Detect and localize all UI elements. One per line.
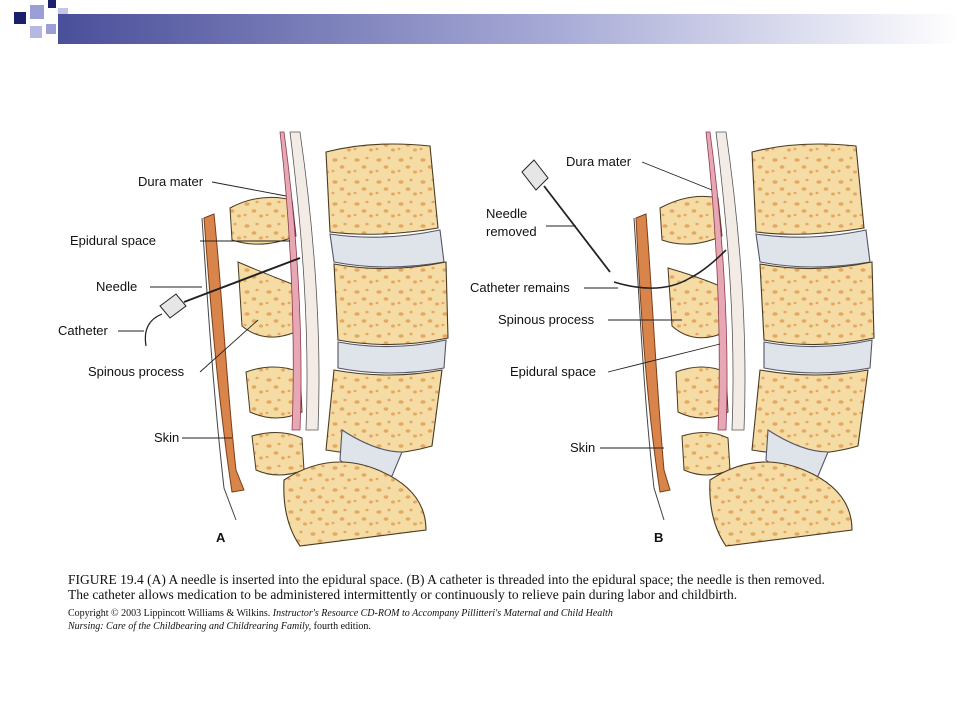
spinous-process-b bbox=[681, 432, 731, 476]
leader-line bbox=[211, 181, 287, 197]
spinal-cord-a bbox=[289, 131, 320, 431]
header-square-navy bbox=[48, 0, 56, 8]
sacrum-a bbox=[283, 461, 427, 547]
needle-a bbox=[183, 257, 301, 303]
spinous-process-b bbox=[675, 366, 729, 419]
spinous-process-a bbox=[251, 432, 305, 476]
label-dura-mater: Dura mater bbox=[566, 154, 632, 169]
figure-caption: FIGURE 19.4 (A) A needle is inserted int… bbox=[68, 572, 928, 633]
header-square-navy bbox=[14, 12, 26, 24]
leader-line bbox=[199, 319, 259, 373]
copyright-note: Copyright © 2003 Lippincott Williams & W… bbox=[68, 608, 928, 633]
disc-b bbox=[763, 339, 873, 374]
label-epidural-space: Epidural space bbox=[510, 364, 596, 379]
vertebra-a bbox=[333, 261, 449, 346]
skin-edge-b bbox=[633, 217, 665, 521]
label-spinous-process: Spinous process bbox=[88, 364, 185, 379]
needle-hub-a bbox=[159, 293, 187, 319]
catheter-b bbox=[613, 249, 727, 289]
copyright-text: Copyright © 2003 Lippincott Williams & W… bbox=[68, 608, 271, 619]
removed-needle-b bbox=[543, 185, 611, 273]
spinous-process-a bbox=[245, 366, 303, 419]
header-square-lavender bbox=[30, 5, 44, 19]
label-needle: Needle bbox=[96, 279, 137, 294]
source-title: Instructor's Resource CD-ROM to Accompan… bbox=[272, 608, 613, 619]
header-square-lavender bbox=[46, 24, 56, 34]
edition-text: fourth edition. bbox=[313, 620, 371, 632]
header-decoration bbox=[14, 0, 960, 44]
panel-letter-b: B bbox=[654, 530, 663, 545]
spinous-process-a bbox=[229, 196, 297, 245]
spinous-process-a bbox=[237, 261, 301, 338]
label-spinous-process: Spinous process bbox=[498, 312, 595, 327]
removed-needle-hub-b bbox=[521, 159, 549, 191]
header-square-lavender bbox=[30, 26, 42, 38]
dura-mater-a bbox=[279, 131, 302, 431]
header-square-lavender bbox=[58, 8, 68, 18]
dura-mater-b bbox=[705, 131, 728, 431]
panel-b: Dura mater Needle removed Catheter remai… bbox=[470, 131, 875, 547]
spinous-process-b bbox=[659, 195, 723, 245]
label-dura-mater: Dura mater bbox=[138, 174, 204, 189]
skin-edge-a bbox=[201, 217, 237, 521]
sacrum-b bbox=[709, 461, 853, 547]
leader-line bbox=[607, 343, 721, 373]
disc-a bbox=[329, 229, 445, 268]
vertebra-b bbox=[759, 261, 875, 346]
vertebra-b bbox=[751, 143, 865, 235]
caption-line-1: FIGURE 19.4 (A) A needle is inserted int… bbox=[68, 572, 825, 587]
caption-line-2: The catheter allows medication to be adm… bbox=[68, 587, 738, 602]
disc-a bbox=[337, 339, 447, 374]
label-skin: Skin bbox=[154, 430, 179, 445]
vertebra-a bbox=[325, 143, 439, 235]
label-needle-removed: Needle bbox=[486, 206, 527, 221]
skin-layer-b bbox=[635, 213, 671, 493]
disc-b bbox=[755, 229, 871, 268]
panel-letter-a: A bbox=[216, 530, 226, 545]
header-gradient-bar bbox=[58, 14, 960, 44]
spinal-cord-b bbox=[715, 131, 746, 431]
label-skin: Skin bbox=[570, 440, 595, 455]
leader-line bbox=[641, 161, 713, 191]
catheter-a bbox=[144, 313, 163, 347]
source-title-line-2: Nursing: Care of the Childbearing and Ch… bbox=[68, 620, 312, 632]
skin-layer-a bbox=[203, 213, 245, 493]
label-epidural-space: Epidural space bbox=[70, 233, 156, 248]
label-catheter-remains: Catheter remains bbox=[470, 280, 570, 295]
label-catheter: Catheter bbox=[58, 323, 109, 338]
panel-a: Dura mater Epidural space Needle Cathete… bbox=[58, 131, 449, 547]
label-needle-removed: removed bbox=[486, 224, 537, 239]
